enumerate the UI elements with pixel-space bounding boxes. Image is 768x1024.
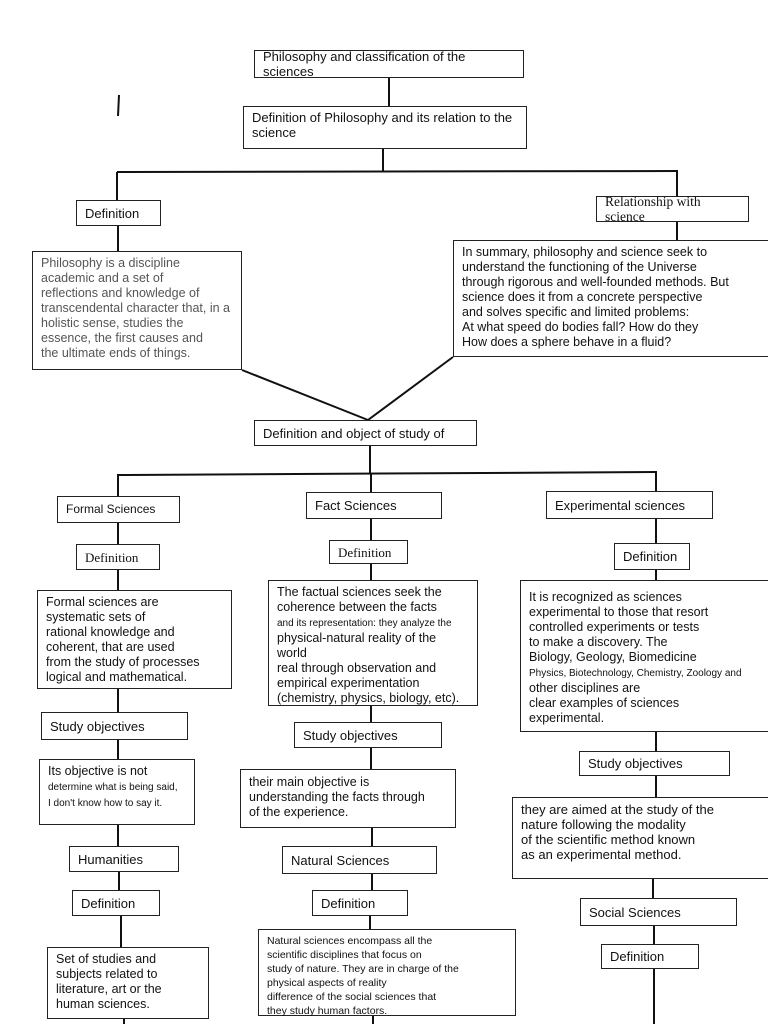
philosophy-definition-label: Definition (76, 200, 161, 226)
experimental-objectives-text: they are aimed at the study of the natur… (512, 797, 768, 879)
connector (117, 471, 658, 476)
relationship-label: Relationship with science (596, 194, 749, 224)
humanities-box: Humanities (69, 846, 179, 872)
exp-def-part3: other disciplines are clear examples of … (529, 681, 680, 725)
fact-column-connectors (369, 519, 374, 1024)
experimental-definition-text: It is recognized as sciences experimenta… (520, 580, 768, 732)
formal-column-connectors (117, 523, 125, 1024)
fact-definition-label: Definition (329, 540, 408, 564)
title-box: Philosophy and classification of the sci… (254, 49, 524, 79)
experimental-column-connectors (652, 519, 657, 1024)
stray-mark (117, 94, 120, 117)
philosophy-heading-box: Definition of Philosophy and its relatio… (243, 106, 527, 149)
fact-def-part3: physical-natural reality of the world re… (277, 631, 460, 705)
object-heading-box: Definition and object of study of (254, 420, 477, 446)
formal-objectives-text: Its objective is not determine what is be… (39, 759, 195, 825)
formal-objectives-label: Study objectives (41, 712, 188, 740)
philosophy-definition-text: Philosophy is a discipline academic and … (32, 251, 242, 370)
experimental-sciences-box: Experimental sciences (546, 491, 713, 519)
exp-def-part1: It is recognized as sciences experimenta… (529, 590, 709, 664)
experimental-definition-label: Definition (614, 543, 690, 570)
fact-def-part2: and its representation: they analyze the (277, 618, 452, 629)
connector (241, 369, 369, 421)
experimental-objectives-label: Study objectives (579, 751, 730, 776)
fact-objectives-label: Study objectives (294, 722, 442, 748)
natural-sciences-box: Natural Sciences (282, 846, 437, 874)
fact-sciences-box: Fact Sciences (306, 492, 442, 519)
fact-definition-text: The factual sciences seek the coherence … (268, 580, 478, 706)
natural-definition-text: Natural sciences encompass all the scien… (258, 929, 516, 1017)
connector (116, 170, 679, 173)
connector (367, 356, 454, 421)
objectives-lines: determine what is being said, I don't kn… (48, 782, 178, 809)
humanities-definition-text: Set of studies and subjects related to l… (47, 947, 209, 1019)
social-definition-label: Definition (601, 944, 699, 969)
humanities-definition-label: Definition (72, 890, 160, 916)
fact-def-part1: The factual sciences seek the coherence … (277, 585, 442, 614)
formal-definition-label: Definition (76, 544, 160, 570)
natural-definition-label: Definition (312, 890, 408, 916)
exp-def-part2: Physics, Biotechnology, Chemistry, Zoolo… (529, 668, 742, 679)
formal-definition-text: Formal sciences are systematic sets of r… (37, 590, 232, 689)
relationship-text: In summary, philosophy and science seek … (453, 240, 768, 357)
formal-sciences-box: Formal Sciences (57, 496, 180, 523)
fact-objectives-text: their main objective is understanding th… (240, 769, 456, 828)
objectives-line: Its objective is not (48, 764, 148, 778)
social-sciences-box: Social Sciences (580, 898, 737, 926)
